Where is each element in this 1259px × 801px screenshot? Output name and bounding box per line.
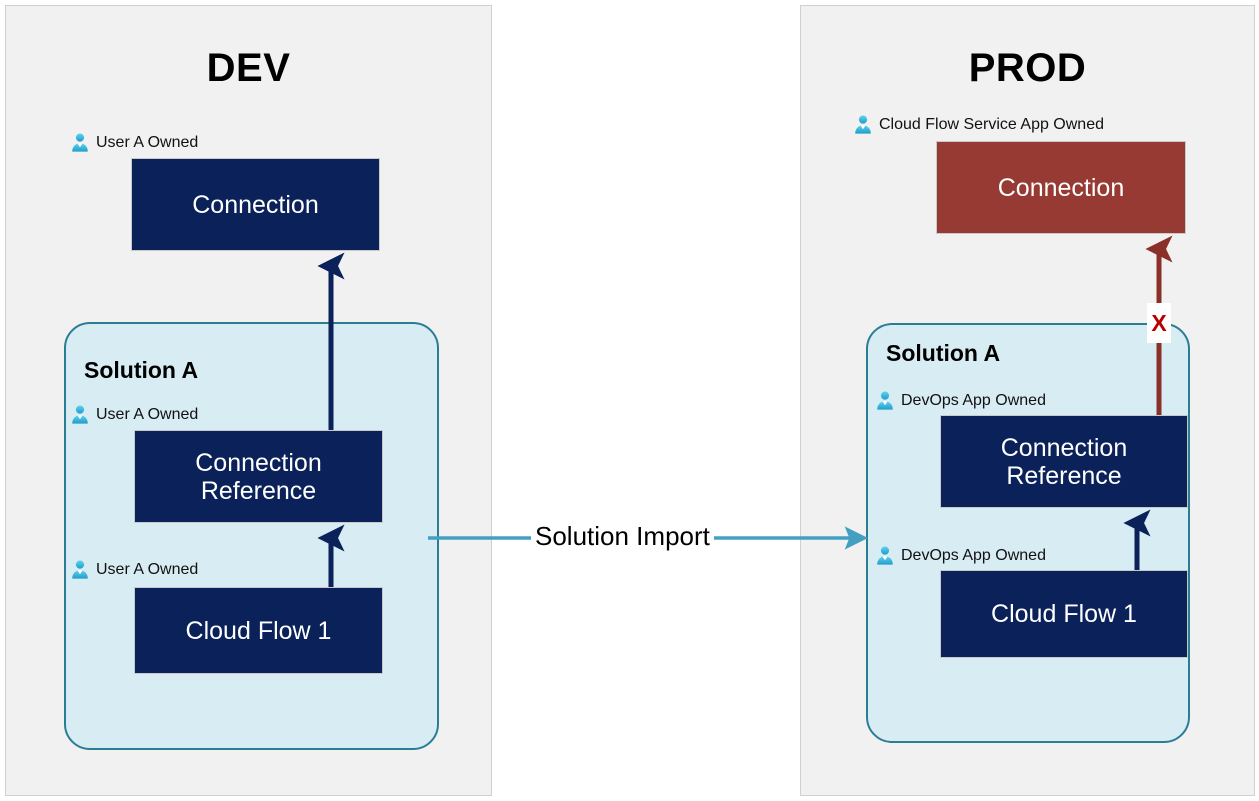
dev-solution-container bbox=[64, 322, 439, 750]
dev-connection-box[interactable]: Connection bbox=[131, 158, 380, 251]
user-icon bbox=[855, 115, 871, 134]
dev-connection-reference-box[interactable]: Connection Reference bbox=[134, 430, 383, 523]
prod-cloud-flow-box[interactable]: Cloud Flow 1 bbox=[940, 570, 1188, 658]
user-icon bbox=[72, 405, 88, 424]
owner-text: User A Owned bbox=[96, 405, 199, 423]
owner-text: Cloud Flow Service App Owned bbox=[879, 115, 1104, 133]
dev-cloud-flow-box[interactable]: Cloud Flow 1 bbox=[134, 587, 383, 674]
user-icon bbox=[72, 133, 88, 152]
user-icon bbox=[877, 391, 893, 410]
owner-text: User A Owned bbox=[96, 133, 199, 151]
owner-text: DevOps App Owned bbox=[901, 546, 1046, 564]
owner-text: User A Owned bbox=[96, 560, 199, 578]
prod-solution-container bbox=[866, 323, 1190, 743]
dev-environment-title: DEV bbox=[206, 46, 291, 90]
dev-connection-owner-label: User A Owned bbox=[71, 133, 198, 152]
prod-cloud-flow-owner-label: DevOps App Owned bbox=[876, 546, 1046, 565]
solution-import-label: Solution Import bbox=[531, 521, 714, 552]
dev-cloud-flow-owner-label: User A Owned bbox=[71, 560, 198, 579]
prod-connection-reference-owner-label: DevOps App Owned bbox=[876, 391, 1046, 410]
user-icon bbox=[877, 546, 893, 565]
user-icon bbox=[72, 560, 88, 579]
prod-connection-box[interactable]: Connection bbox=[936, 141, 1186, 234]
dev-connection-reference-owner-label: User A Owned bbox=[71, 405, 198, 424]
prod-connection-reference-box[interactable]: Connection Reference bbox=[940, 415, 1188, 508]
prod-connection-owner-label: Cloud Flow Service App Owned bbox=[854, 115, 1104, 134]
owner-text: DevOps App Owned bbox=[901, 391, 1046, 409]
blocked-connection-x-marker: X bbox=[1147, 303, 1171, 343]
prod-environment-title: PROD bbox=[968, 46, 1087, 90]
prod-solution-title: Solution A bbox=[886, 340, 1001, 366]
dev-solution-title: Solution A bbox=[84, 357, 199, 383]
